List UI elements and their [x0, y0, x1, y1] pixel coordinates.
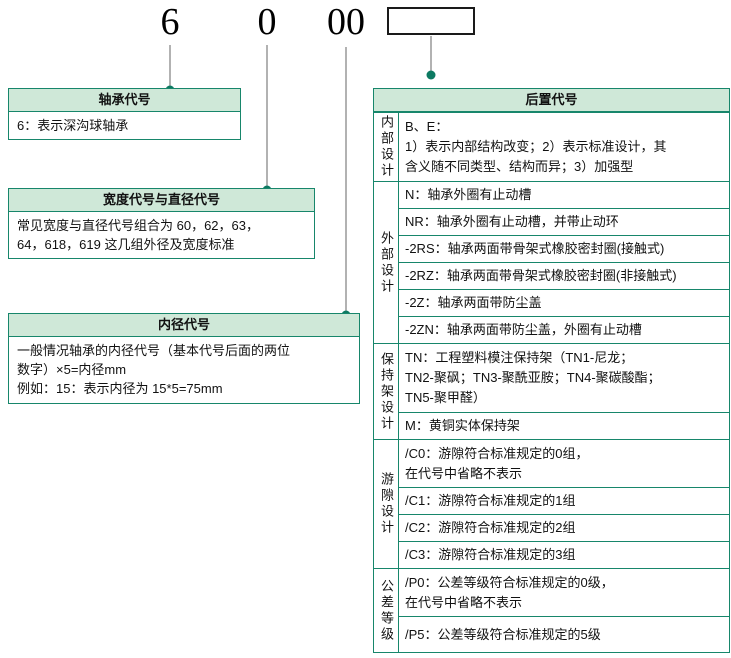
category-tolerance-class: 公差等级 — [373, 568, 399, 653]
connector-dot — [426, 70, 436, 80]
suffix-row-N: N：轴承外圈有止动槽 — [398, 181, 730, 209]
width-diameter-body: 常见宽度与直径代号组合为 60，62，63， 64，618，619 这几组外径及… — [8, 212, 315, 259]
suffix-row-2Z: -2Z：轴承两面带防尘盖 — [398, 289, 730, 317]
suffix-row-BE: B、E： 1）表示内部结构改变；2）表示标准设计，其 含义随不同类型、结构而异；… — [398, 112, 730, 182]
suffix-code-table: 内部设计 B、E： 1）表示内部结构改变；2）表示标准设计，其 含义随不同类型、… — [373, 112, 730, 653]
category-clearance-design: 游隙设计 — [373, 439, 399, 569]
suffix-row-NR: NR：轴承外圈有止动槽，并带止动环 — [398, 208, 730, 236]
suffix-row-2RS: -2RS：轴承两面带骨架式橡胶密封圈(接触式) — [398, 235, 730, 263]
bearing-code-title: 轴承代号 — [8, 88, 241, 112]
suffix-row-2RZ: -2RZ：轴承两面带骨架式橡胶密封圈(非接触式) — [398, 262, 730, 290]
suffix-row-M: M：黄铜实体保持架 — [398, 412, 730, 440]
bore-code-title: 内径代号 — [8, 313, 360, 337]
bore-code-box: 内径代号 一般情况轴承的内径代号（基本代号后面的两位 数字）×5=内径mm 例如… — [8, 313, 360, 404]
suffix-code-title: 后置代号 — [373, 88, 730, 112]
suffix-row-C0: /C0：游隙符合标准规定的0组， 在代号中省略不表示 — [398, 439, 730, 488]
suffix-row-C3: /C3：游隙符合标准规定的3组 — [398, 541, 730, 569]
category-external-design: 外部设计 — [373, 181, 399, 344]
suffix-row-P0: /P0：公差等级符合标准规定的0级， 在代号中省略不表示 — [398, 568, 730, 617]
code-digit-0: 0 — [257, 1, 277, 43]
code-digit-6: 6 — [160, 1, 180, 43]
suffix-row-C1: /C1：游隙符合标准规定的1组 — [398, 487, 730, 515]
width-diameter-title: 宽度代号与直径代号 — [8, 188, 315, 212]
suffix-row-P5: /P5：公差等级符合标准规定的5级 — [398, 616, 730, 653]
suffix-row-C2: /C2：游隙符合标准规定的2组 — [398, 514, 730, 542]
suffix-row-TN: TN：工程塑料模注保持架（TN1-尼龙； TN2-聚砜；TN3-聚酰亚胺；TN4… — [398, 343, 730, 413]
suffix-code-panel: 后置代号 内部设计 B、E： 1）表示内部结构改变；2）表示标准设计，其 含义随… — [373, 88, 730, 653]
bore-code-body: 一般情况轴承的内径代号（基本代号后面的两位 数字）×5=内径mm 例如：15：表… — [8, 337, 360, 404]
bearing-code-body: 6：表示深沟球轴承 — [8, 112, 241, 140]
category-cage-design: 保持架设计 — [373, 343, 399, 440]
code-digit-00: 00 — [327, 1, 365, 43]
width-diameter-code-box: 宽度代号与直径代号 常见宽度与直径代号组合为 60，62，63， 64，618，… — [8, 188, 315, 259]
suffix-blank-box — [387, 7, 475, 35]
suffix-row-2ZN: -2ZN：轴承两面带防尘盖，外圈有止动槽 — [398, 316, 730, 344]
category-internal-design: 内部设计 — [373, 112, 399, 182]
bearing-code-box: 轴承代号 6：表示深沟球轴承 — [8, 88, 241, 140]
